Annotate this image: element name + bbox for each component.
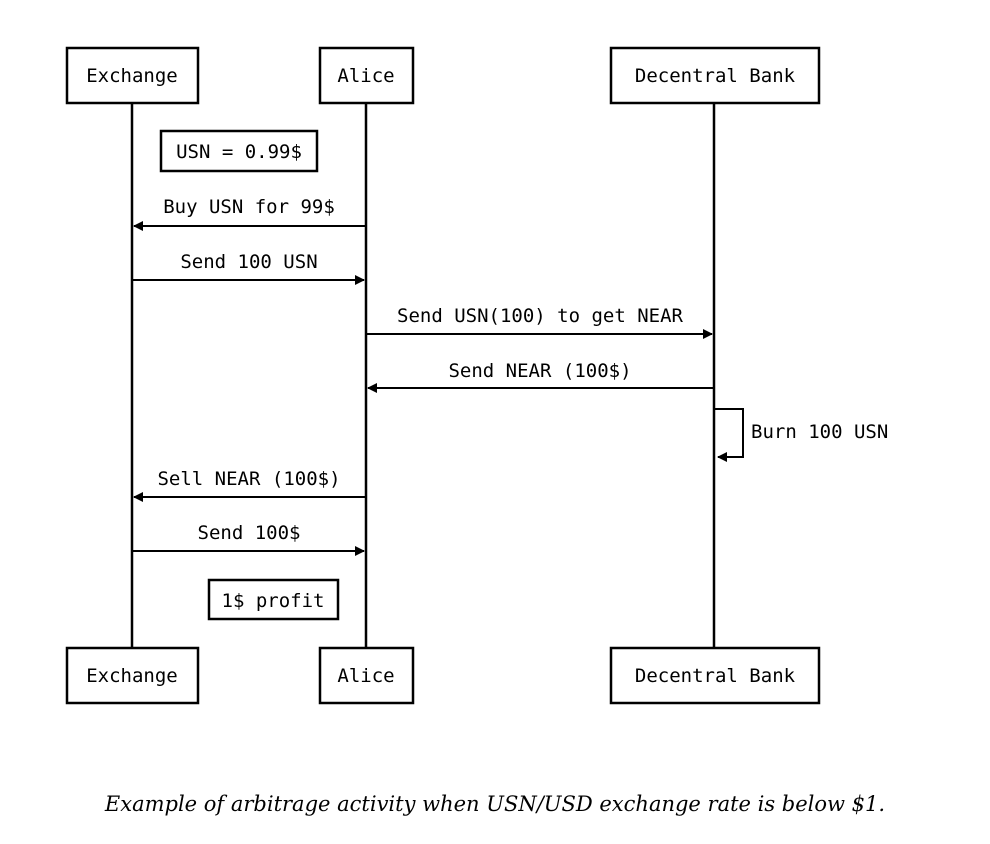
message-send-usn-to-bank: Send USN(100) to get NEAR (366, 305, 713, 339)
participant-label: Exchange (86, 665, 178, 687)
message-label: Send USN(100) to get NEAR (397, 305, 684, 327)
message-burn-usn: Burn 100 USN (714, 408, 888, 462)
participant-exchange-top: Exchange (65, 46, 200, 105)
participant-exchange-bottom: Exchange (65, 646, 200, 705)
participant-bank-bottom: Decentral Bank (609, 646, 821, 705)
message-label: Send 100 USN (180, 251, 317, 273)
participant-alice-bottom: Alice (318, 646, 415, 705)
message-label: Send NEAR (100$) (448, 360, 631, 382)
message-label: Burn 100 USN (751, 421, 888, 443)
note-text: USN = 0.99$ (176, 141, 302, 163)
participant-label: Decentral Bank (635, 65, 796, 87)
message-sell-near: Sell NEAR (100$) (133, 468, 366, 502)
message-send-near: Send NEAR (100$) (367, 360, 714, 393)
participant-bank-top: Decentral Bank (609, 46, 821, 105)
message-send-dollars: Send 100$ (132, 522, 365, 556)
message-label: Buy USN for 99$ (163, 196, 335, 218)
sequence-diagram: Exchange Alice Decentral Bank Exchange A… (65, 46, 888, 705)
note-profit: 1$ profit (207, 578, 340, 621)
note-text: 1$ profit (222, 590, 325, 612)
participant-label: Alice (337, 65, 394, 87)
message-send-usn: Send 100 USN (132, 251, 365, 285)
participant-label: Decentral Bank (635, 665, 796, 687)
message-label: Send 100$ (198, 522, 301, 544)
participant-alice-top: Alice (318, 46, 415, 105)
self-message-arrow (714, 408, 744, 462)
note-usn-price: USN = 0.99$ (159, 129, 319, 173)
participant-label: Exchange (86, 65, 178, 87)
figure-caption: Example of arbitrage activity when USN/U… (104, 792, 886, 816)
participant-label: Alice (337, 665, 394, 687)
message-label: Sell NEAR (100$) (157, 468, 340, 490)
message-buy-usn: Buy USN for 99$ (133, 196, 366, 231)
